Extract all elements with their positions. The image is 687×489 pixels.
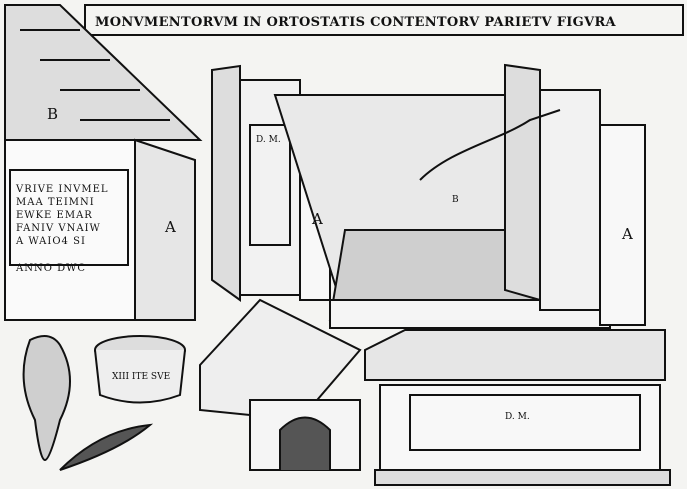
house-tomb-roof <box>199 298 362 422</box>
inscription-line: EWKE EMAR <box>16 210 93 221</box>
amphora <box>22 335 71 462</box>
enclosure-left-wall-edge <box>211 64 241 302</box>
label-dm-coffin: D. M. <box>505 412 530 422</box>
inscription-line: FANIV VNAIW <box>16 223 101 234</box>
inscription-line: VRIVE INVMEL <box>16 184 109 195</box>
inscription-footer: ANNO DWC <box>16 263 87 274</box>
left-tomb-side <box>134 138 196 321</box>
inscription-line: MAA TEIMNI <box>16 197 95 208</box>
coffin-body <box>379 384 661 471</box>
urn-inscription: XIII ITE SVE <box>112 372 171 382</box>
wall-panel-dm <box>249 124 291 246</box>
fallen-vessel <box>59 423 154 471</box>
label-b-center: B <box>452 195 459 205</box>
tomb-inscription: VRIVE INVMEL MAA TEIMNI EWKE EMAR FANIV … <box>16 183 126 275</box>
inscription-panel <box>9 169 129 266</box>
coffin-panel <box>409 394 641 451</box>
left-sloped-lid <box>4 4 203 141</box>
label-a-center: A <box>312 210 323 228</box>
enclosure-right-wall <box>539 89 601 311</box>
label-b-left: B <box>47 105 59 123</box>
title-frame <box>84 4 684 36</box>
coffin-lid <box>364 329 666 381</box>
label-dm-panel: D. M. <box>256 135 281 145</box>
label-a-left: A <box>165 218 176 236</box>
page-title: MONVMENTORVM IN ORTOSTATIS CONTENTORV PA… <box>95 15 616 30</box>
label-a-right: A <box>622 225 633 243</box>
inscription-line: A WAIO4 SI <box>16 236 86 247</box>
